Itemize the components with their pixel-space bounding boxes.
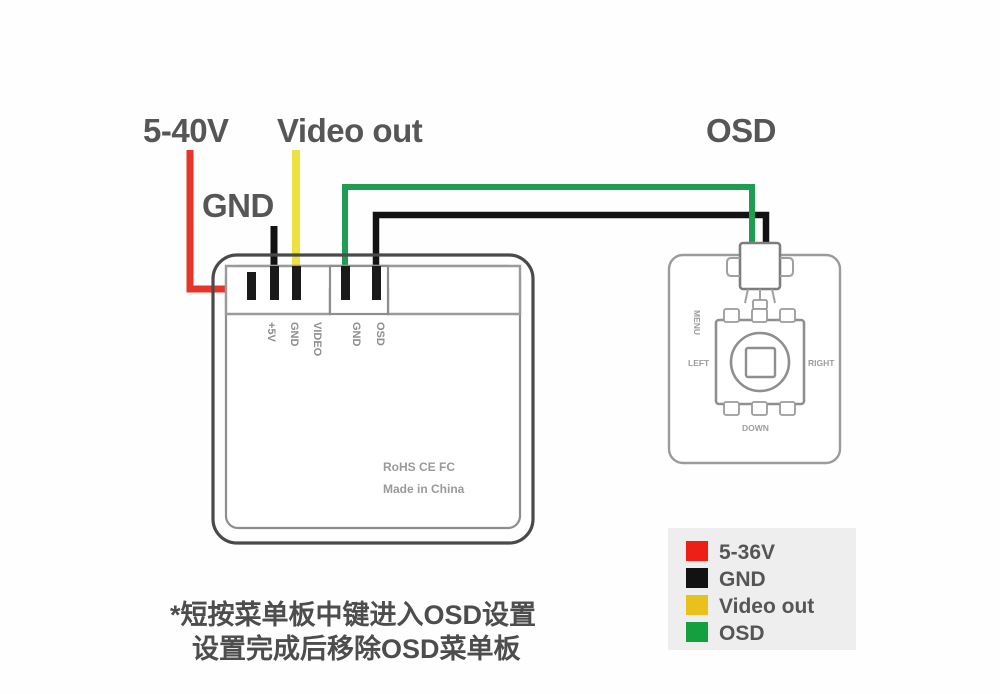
pin-5 <box>372 266 381 300</box>
pin-3 <box>292 266 301 300</box>
osd-center-button[interactable] <box>744 346 777 379</box>
osd-pad-bottom-left <box>723 401 740 416</box>
pin-1 <box>247 272 256 300</box>
board-marking-origin: Made in China <box>383 482 465 496</box>
pin-label-2: GND <box>288 322 300 347</box>
legend-swatch-2 <box>686 595 708 615</box>
osd-pad-bottom-right <box>779 401 796 416</box>
osd-label-down: DOWN <box>742 423 769 433</box>
osd-pad-top-center <box>751 308 768 323</box>
osd-connector-pad <box>752 299 768 310</box>
board-marking-certifications: RoHS CE FC <box>383 460 455 474</box>
osd-pad-bottom-center <box>751 401 768 416</box>
legend-swatch-0 <box>686 541 708 561</box>
label-video-out: Video out <box>277 112 423 149</box>
label-gnd: GND <box>202 187 274 224</box>
pin-label-3: VIDEO <box>311 322 323 357</box>
osd-label-right: RIGHT <box>808 358 835 368</box>
osd-pad-top-right <box>779 308 796 323</box>
pin-2 <box>270 266 279 300</box>
camera-board: +5V GND VIDEO GND OSD RoHS CE FC Made in… <box>211 253 535 545</box>
osd-pad-top-left <box>723 308 740 323</box>
pin-4 <box>341 266 350 300</box>
legend-label-3: OSD <box>719 622 765 645</box>
label-osd-title: OSD <box>706 112 776 149</box>
wire-osd-green <box>342 184 755 295</box>
osd-menu-board: LEFT RIGHT DOWN MENU <box>667 241 842 465</box>
legend-label-2: Video out <box>719 595 814 618</box>
legend-label-0: 5-36V <box>719 541 775 564</box>
caption-line-1: *短按菜单板中键进入OSD设置 <box>170 599 536 630</box>
pin-label-5: OSD <box>374 322 386 346</box>
label-power-voltage: 5-40V <box>143 112 229 149</box>
osd-label-left: LEFT <box>688 358 710 368</box>
legend-swatch-1 <box>686 568 708 588</box>
legend-swatch-3 <box>686 622 708 642</box>
osd-label-side: MENU <box>692 310 702 335</box>
legend: 5-36V GND Video out OSD <box>668 528 856 650</box>
pin-label-1: +5V <box>265 322 277 343</box>
legend-label-1: GND <box>719 568 766 591</box>
osd-connector-housing <box>738 241 782 291</box>
pin-label-4: GND <box>350 322 362 347</box>
caption-line-2: 设置完成后移除OSD菜单板 <box>192 633 521 664</box>
